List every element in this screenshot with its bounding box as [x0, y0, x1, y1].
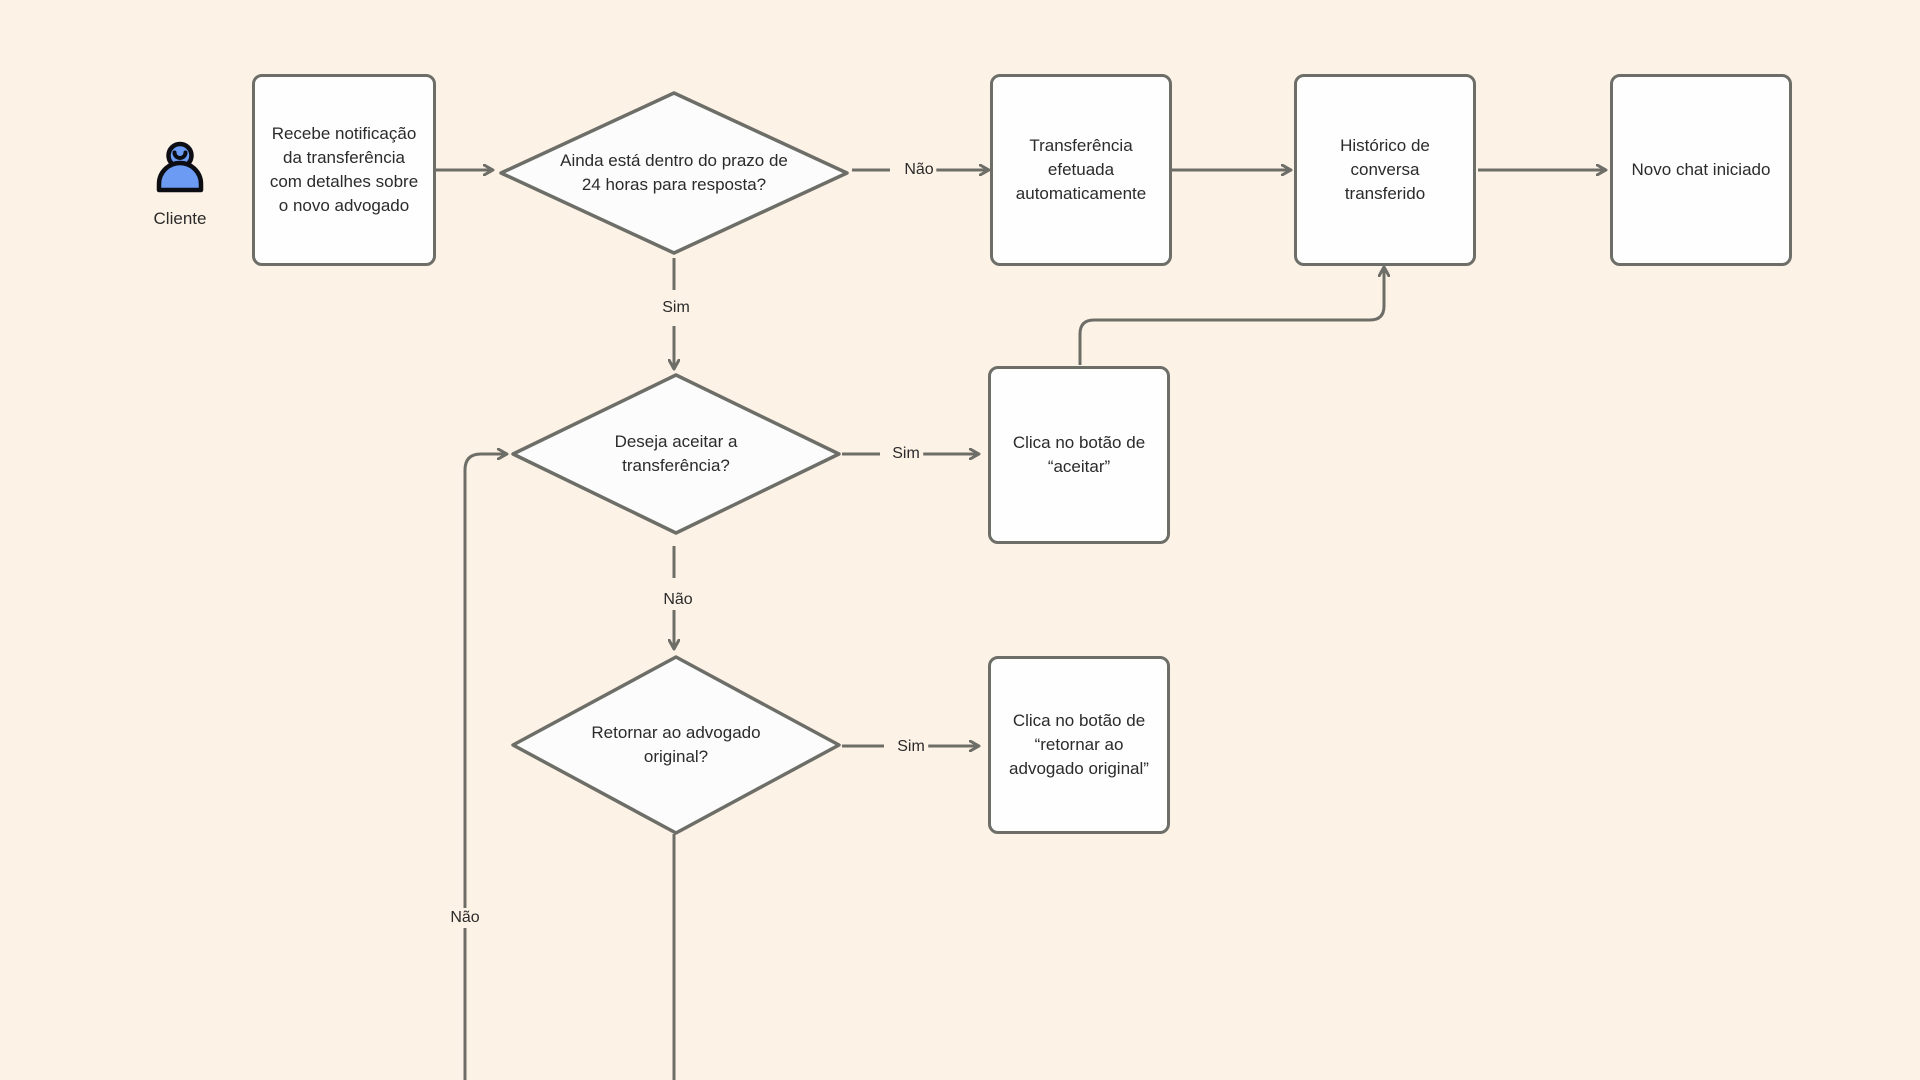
node-historico-conversa[interactable]: Histórico de conversa transferido: [1294, 74, 1476, 266]
edge-accept-to-history: [1078, 268, 1384, 365]
node-deseja-aceitar-label: Deseja aceitar a transferência?: [614, 432, 738, 475]
node-retornar-advogado-label: Retornar ao advogado original?: [591, 723, 761, 766]
node-novo-chat[interactable]: Novo chat iniciado: [1610, 74, 1792, 266]
node-novo-chat-label: Novo chat iniciado: [1631, 160, 1771, 179]
node-retornar-advogado[interactable]: Retornar ao advogado original?: [508, 652, 844, 838]
edge-label-deadline-nao: Não: [901, 160, 937, 180]
node-recebe-notificacao[interactable]: Recebe notificação da transferência com …: [252, 74, 436, 266]
edge-label-retornar-nao: Não: [447, 908, 483, 928]
edge-label-aceitar-nao: Não: [660, 590, 696, 610]
node-deseja-aceitar[interactable]: Deseja aceitar a transferência?: [508, 370, 844, 538]
node-clica-aceitar-label: Clica no botão de “aceitar”: [1012, 433, 1146, 476]
node-dentro-do-prazo-label: Ainda está dentro do prazo de 24 horas p…: [560, 151, 788, 194]
node-transferencia-efetuada[interactable]: Transferência efetuada automaticamente: [990, 74, 1172, 266]
node-clica-retornar-label: Clica no botão de “retornar ao advogado …: [1009, 711, 1149, 778]
node-recebe-notificacao-label: Recebe notificação da transferência com …: [269, 124, 419, 215]
node-dentro-do-prazo[interactable]: Ainda está dentro do prazo de 24 horas p…: [496, 88, 852, 258]
edge-label-retornar-sim: Sim: [894, 737, 928, 757]
node-clica-aceitar[interactable]: Clica no botão de “aceitar”: [988, 366, 1170, 544]
edge-label-deadline-sim: Sim: [659, 298, 693, 318]
edge-return-no-loop2: [463, 454, 506, 936]
node-transferencia-efetuada-label: Transferência efetuada automaticamente: [1015, 136, 1147, 203]
edge-label-aceitar-sim: Sim: [889, 444, 923, 464]
actor-cliente[interactable]: Cliente: [130, 138, 230, 229]
node-clica-retornar[interactable]: Clica no botão de “retornar ao advogado …: [988, 656, 1170, 834]
actor-label: Cliente: [153, 209, 207, 228]
user-person-icon: [151, 138, 209, 201]
node-historico-conversa-label: Histórico de conversa transferido: [1340, 136, 1430, 203]
